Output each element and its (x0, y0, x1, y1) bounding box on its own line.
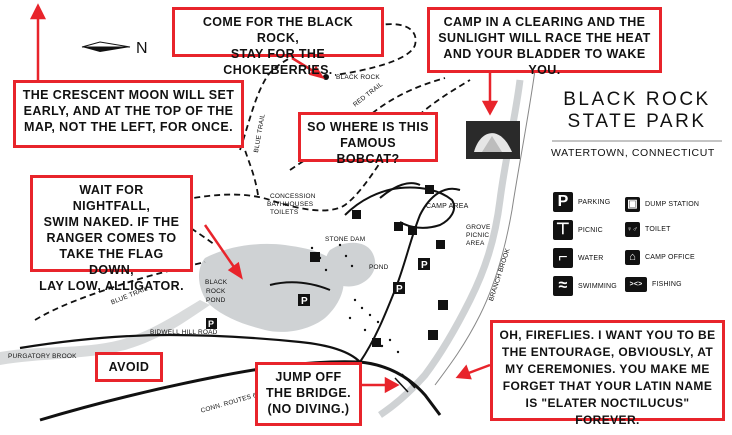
parking-icon: P (553, 192, 573, 212)
parking-symbol (418, 258, 430, 270)
purgatory-brook-water (0, 300, 210, 365)
park-road-parking (269, 281, 331, 291)
label-picnic: PICNIC (466, 232, 490, 239)
legend-label: CAMP OFFICE (645, 254, 695, 261)
park-location: WATERTOWN, CONNECTICUT (551, 147, 715, 159)
toilet-icon: ♀♂ (625, 222, 640, 237)
label-bidwell-hill-road: BIDWELL HILL ROAD (150, 329, 218, 336)
bidwell-hill-road (19, 333, 361, 363)
label-purgatory-brook: PURGATORY BROOK (8, 353, 77, 360)
label-area: AREA (466, 240, 485, 247)
legend-label: SWIMMING (578, 282, 617, 290)
toilet-symbol (425, 185, 434, 194)
park-title-line1: BLACK ROCK (563, 89, 711, 110)
callout-bridge: JUMP OFF THE BRIDGE. (NO DIVING.) (255, 362, 362, 426)
picnic-symbol (394, 222, 403, 231)
label-brp-3: POND (206, 297, 226, 304)
picnic-symbol (372, 338, 381, 347)
legend-toilet: ♀♂ TOILET (625, 222, 671, 237)
dump-station-icon: ▣ (625, 197, 640, 212)
bridge (394, 373, 416, 393)
svg-text:P: P (421, 260, 428, 271)
compass-n-label: N (136, 40, 148, 57)
label-toilets: TOILETS (270, 209, 299, 216)
map-symbols: P P P P (206, 74, 448, 347)
tent-photo (466, 121, 520, 159)
legend-water: ⌐ WATER (553, 248, 604, 268)
svg-text:P: P (208, 319, 214, 329)
park-road-main (359, 187, 461, 363)
label-grove: GROVE (466, 224, 491, 231)
callout-black-rock: COME FOR THE BLACK ROCK, STAY FOR THE CH… (172, 7, 384, 77)
tree-stipple (310, 243, 400, 354)
compass-arrow (81, 41, 131, 52)
legend-label: PICNIC (578, 226, 603, 234)
svg-text:P: P (396, 284, 403, 295)
camp-office-icon: ⌂ (625, 250, 640, 265)
callout-nightfall: WAIT FOR NIGHTFALL, SWIM NAKED. IF THE R… (30, 175, 193, 293)
legend-picnic: ⊤ PICNIC (553, 220, 603, 240)
callout-fireflies: OH, FIREFLIES. I WANT YOU TO BE THE ENTO… (490, 320, 725, 427)
fishing-icon: ><> (625, 277, 647, 292)
label-bathhouses: BATHHOUSES (267, 201, 314, 208)
parking-symbol (393, 282, 405, 294)
branch-brook-line (434, 69, 536, 386)
label-camp-area: CAMP AREA (426, 203, 469, 210)
picnic-symbol (310, 252, 320, 262)
camp-office-symbol (436, 240, 445, 249)
legend-label: WATER (578, 254, 604, 262)
legend-label: PARKING (578, 198, 611, 206)
legend-parking: P PARKING (553, 192, 610, 212)
label-pond: POND (369, 264, 389, 271)
label-concession: CONCESSION (270, 193, 316, 200)
swimming-icon: ≈ (553, 276, 573, 296)
park-road-loop (344, 186, 456, 229)
legend-dump-station: ▣ DUMP STATION (625, 197, 699, 212)
legend-label: TOILET (645, 226, 671, 233)
parking-symbol (206, 318, 217, 329)
svg-text:P: P (301, 296, 308, 307)
picnic-symbol (438, 300, 448, 310)
picnic-icon: ⊤ (553, 220, 573, 240)
trail-up-left (244, 149, 259, 196)
legend-swimming: ≈ SWIMMING (553, 276, 617, 296)
trail-west-branch (149, 199, 216, 246)
park-title: BLACK ROCK STATE PARK (553, 89, 721, 133)
legend-label: FISHING (652, 281, 682, 288)
park-title-line2: STATE PARK (567, 111, 707, 132)
parking-symbol (298, 294, 310, 306)
callout-leaders (29, 3, 499, 394)
upper-pond (325, 242, 376, 287)
legend-camp-office: ⌂ CAMP OFFICE (625, 250, 695, 265)
legend-label: DUMP STATION (645, 201, 700, 208)
callout-bobcat: SO WHERE IS THIS FAMOUS BOBCAT? (298, 112, 438, 166)
label-black-rock: BLACK ROCK (336, 74, 380, 81)
callout-avoid: AVOID (95, 352, 163, 382)
callout-clearing: CAMP IN A CLEARING AND THE SUNLIGHT WILL… (427, 7, 662, 77)
park-road-camp (379, 182, 421, 199)
label-brp-2: ROCK (206, 288, 226, 295)
label-brp-1: BLACK (205, 279, 228, 286)
water-icon: ⌐ (553, 248, 573, 268)
label-stone-dam: STONE DAM (325, 236, 366, 243)
picnic-symbol (428, 330, 438, 340)
legend-fishing: ><> FISHING (625, 277, 682, 292)
toilet-symbol (352, 210, 361, 219)
callout-moon: THE CRESCENT MOON WILL SET EARLY, AND AT… (13, 80, 244, 148)
picnic-symbol (408, 226, 417, 235)
